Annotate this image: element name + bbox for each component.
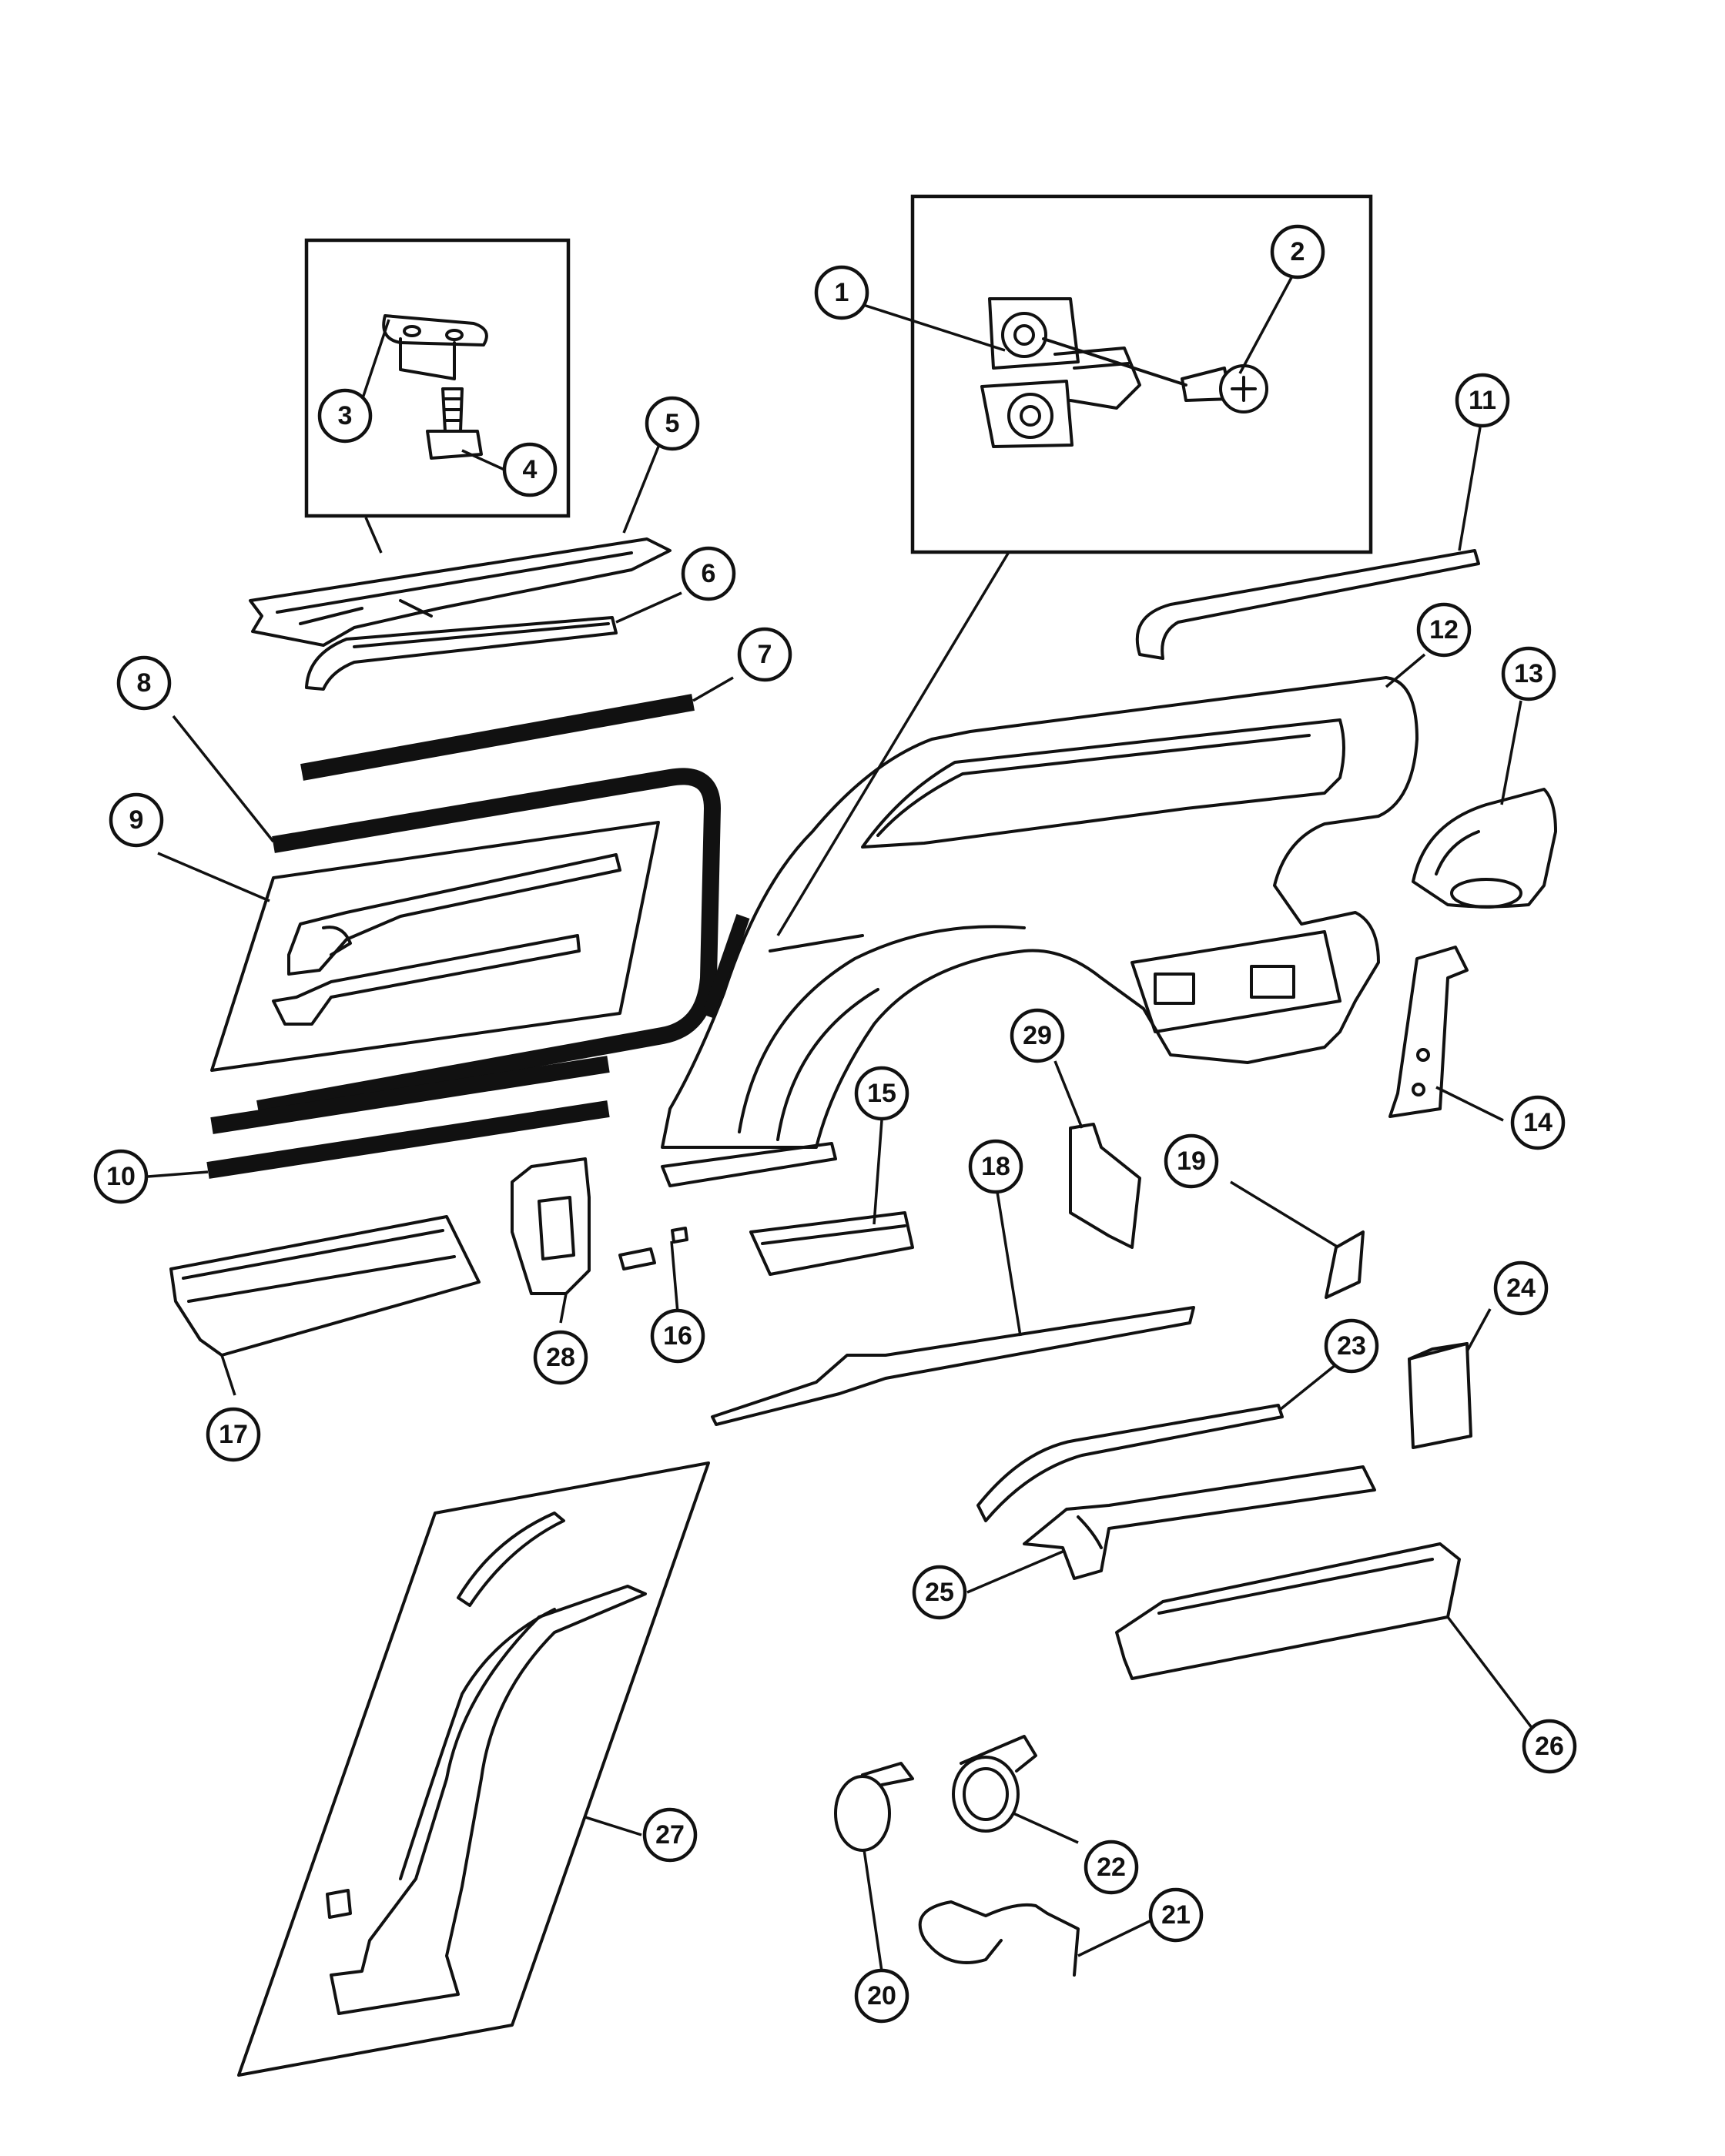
callout-20: 20 <box>854 1968 909 2024</box>
seal-strip-lower <box>210 1056 610 1134</box>
callout-27-label: 27 <box>655 1820 685 1850</box>
part-23-curved-rail <box>976 1404 1284 1522</box>
part-16-clip-b <box>671 1227 688 1244</box>
callout-26: 26 <box>1522 1719 1577 1774</box>
callout-14-label: 14 <box>1523 1108 1552 1137</box>
callout-16-label: 16 <box>663 1321 692 1351</box>
callout-19: 19 <box>1164 1133 1219 1189</box>
part-10-seal-strip <box>206 1100 610 1179</box>
part-22-filler-housing <box>952 1735 1037 1833</box>
part-24-foam-block <box>1408 1342 1472 1449</box>
callout-15-label: 15 <box>867 1079 896 1108</box>
part-29-bracket <box>1069 1123 1141 1249</box>
callout-18-label: 18 <box>981 1152 1010 1181</box>
callout-17-label: 17 <box>219 1420 248 1449</box>
part-12-quarter-panel <box>661 676 1419 1187</box>
part-19-small-bracket <box>1325 1230 1365 1299</box>
callout-1: 1 <box>814 265 869 320</box>
part-28-bracket <box>511 1157 591 1295</box>
leader-lines <box>147 273 1534 1972</box>
callout-23: 23 <box>1324 1318 1379 1374</box>
part-18-long-rail <box>711 1306 1195 1426</box>
part-27-pillar-kit <box>237 1461 710 2077</box>
callout-22-label: 22 <box>1097 1853 1126 1882</box>
callout-7-label: 7 <box>758 640 772 669</box>
callout-6-label: 6 <box>702 559 716 588</box>
part-6-rail-reinforcement <box>305 616 618 691</box>
callout-13-label: 13 <box>1514 659 1543 688</box>
callout-8: 8 <box>116 655 172 711</box>
bracket-detail-box <box>304 238 571 518</box>
callout-24-label: 24 <box>1506 1274 1536 1303</box>
callout-5: 5 <box>645 396 700 451</box>
part-16-clip-a <box>618 1247 656 1270</box>
hinge-box-leader <box>776 551 1010 936</box>
callout-9-label: 9 <box>129 805 144 835</box>
callout-14: 14 <box>1510 1095 1566 1150</box>
callout-2: 2 <box>1270 224 1325 280</box>
part-17-sill-panel <box>169 1215 481 1357</box>
callout-22: 22 <box>1084 1840 1139 1895</box>
part-9-panel-kit <box>210 821 660 1072</box>
callout-4-label: 4 <box>523 455 538 484</box>
callout-28: 28 <box>533 1330 588 1385</box>
callout-26-label: 26 <box>1535 1732 1564 1761</box>
callout-3-label: 3 <box>338 401 353 430</box>
callout-25-label: 25 <box>925 1578 954 1607</box>
callout-20-label: 20 <box>867 1981 896 2010</box>
callout-29: 29 <box>1010 1008 1065 1063</box>
callout-21: 21 <box>1148 1887 1204 1943</box>
part-14-bracket-strap <box>1388 946 1469 1118</box>
part-8-seal-strip <box>256 768 722 1117</box>
part-11-upper-rail <box>1135 549 1480 660</box>
callout-24: 24 <box>1493 1260 1549 1316</box>
callout-3: 3 <box>317 388 373 444</box>
hinge-detail-box <box>910 194 1373 554</box>
callout-19-label: 19 <box>1177 1147 1206 1176</box>
callout-7: 7 <box>737 627 792 682</box>
callout-23-label: 23 <box>1337 1331 1366 1361</box>
callout-10: 10 <box>93 1149 149 1204</box>
callout-29-label: 29 <box>1023 1021 1052 1050</box>
callout-5-label: 5 <box>665 409 680 438</box>
callout-21-label: 21 <box>1161 1900 1191 1930</box>
callout-13: 13 <box>1501 646 1556 701</box>
callout-10-label: 10 <box>106 1162 136 1191</box>
callout-16: 16 <box>650 1308 705 1364</box>
callout-1-label: 1 <box>835 278 849 307</box>
part-15-crossmember <box>749 1211 914 1276</box>
callout-6: 6 <box>681 546 736 601</box>
callout-27: 27 <box>642 1807 698 1863</box>
callout-12: 12 <box>1416 602 1472 658</box>
callout-9: 9 <box>109 792 164 848</box>
callout-4: 4 <box>502 442 558 497</box>
callout-25: 25 <box>912 1565 967 1620</box>
callout-8-label: 8 <box>137 668 152 698</box>
part-20-fuel-door <box>834 1762 914 1852</box>
part-25-extension <box>1023 1465 1376 1580</box>
bracket-box-leader <box>364 517 383 554</box>
callout-15: 15 <box>854 1066 909 1121</box>
part-26-lower-panel <box>1115 1542 1461 1680</box>
part-13-wheelhouse <box>1412 788 1557 909</box>
vertical-seal-strip <box>702 914 750 1019</box>
callout-17: 17 <box>206 1407 261 1462</box>
callout-11-label: 11 <box>1469 386 1496 415</box>
part-5-roof-rail <box>249 537 672 647</box>
callout-2-label: 2 <box>1291 237 1305 266</box>
callout-11: 11 <box>1455 373 1510 428</box>
part-21-hose-clip <box>918 1900 1080 1977</box>
callout-12-label: 12 <box>1429 615 1459 644</box>
part-7-seal-strip <box>300 694 695 781</box>
callout-18: 18 <box>968 1139 1023 1194</box>
callout-28-label: 28 <box>546 1343 575 1372</box>
